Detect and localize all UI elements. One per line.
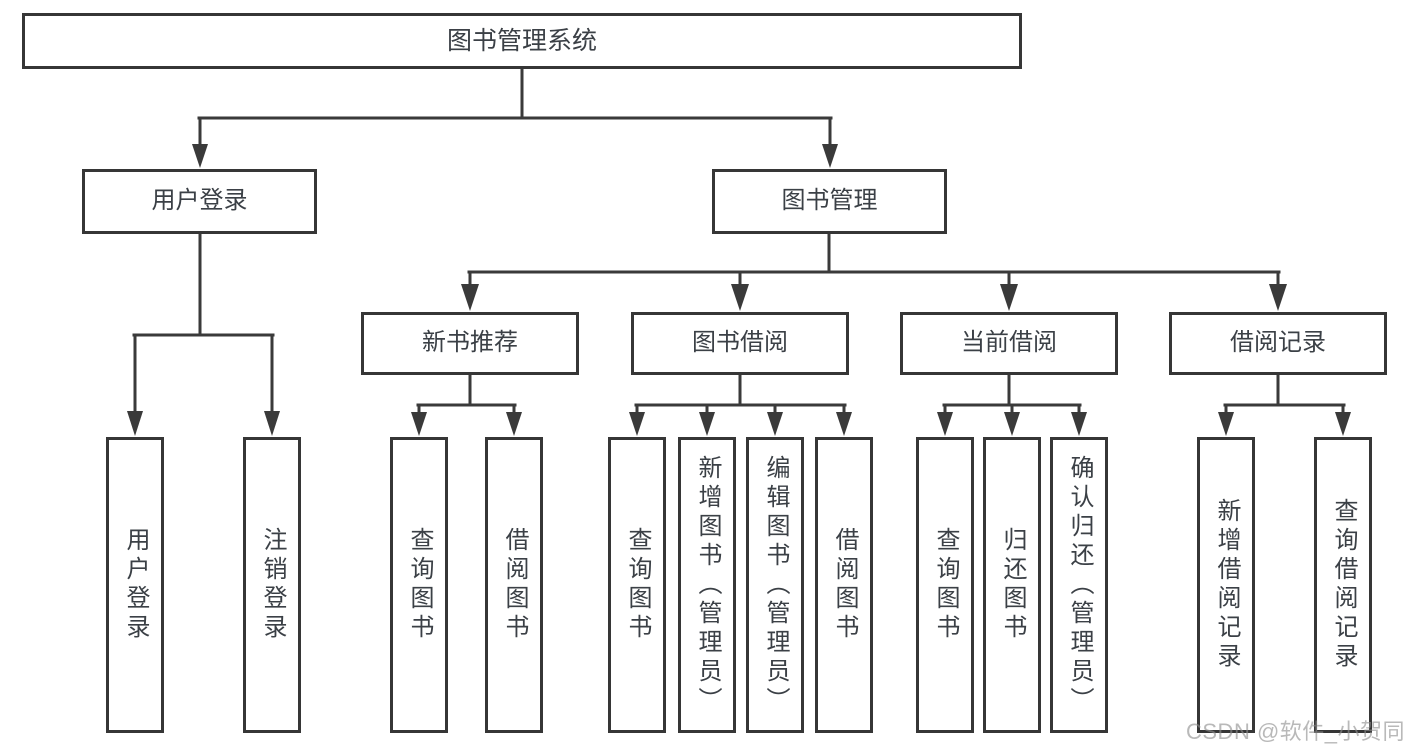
node-root-system: 图书管理系统 bbox=[22, 13, 1022, 69]
arrowhead bbox=[1071, 412, 1087, 436]
leaf-borrow-books-borrowing: 借阅图书 bbox=[815, 437, 873, 733]
edge-user-login-to-children bbox=[127, 232, 280, 436]
arrowhead bbox=[127, 411, 143, 436]
arrowhead bbox=[264, 411, 280, 436]
arrowhead bbox=[767, 412, 783, 436]
leaf-borrow-books-recommend: 借阅图书 bbox=[485, 437, 543, 733]
leaf-edit-book-admin: 编辑图书（管理员） bbox=[746, 437, 804, 733]
arrowhead bbox=[192, 144, 208, 168]
arrowhead bbox=[1218, 412, 1234, 436]
edge-borrowing-records-to-children bbox=[1218, 373, 1351, 436]
edge-root-to-level2 bbox=[192, 67, 838, 168]
arrowhead bbox=[1000, 284, 1018, 311]
arrowhead bbox=[937, 412, 953, 436]
csdn-watermark: CSDN @软件_小贺同学 bbox=[1186, 719, 1405, 744]
leaf-query-books-borrowing: 查询图书 bbox=[608, 437, 666, 733]
leaf-confirm-return-admin: 确认归还（管理员） bbox=[1050, 437, 1108, 733]
edge-book-management-to-level3 bbox=[461, 232, 1287, 311]
leaf-return-book: 归还图书 bbox=[983, 437, 1041, 733]
arrowhead bbox=[822, 144, 838, 168]
arrowhead bbox=[461, 284, 479, 311]
leaf-user-login: 用户登录 bbox=[106, 437, 164, 733]
node-book-management: 图书管理 bbox=[712, 169, 947, 234]
arrowhead bbox=[1269, 284, 1287, 311]
arrowhead bbox=[731, 284, 749, 311]
node-new-book-recommend: 新书推荐 bbox=[361, 312, 579, 375]
leaf-add-book-admin: 新增图书（管理员） bbox=[678, 437, 736, 733]
leaf-logout: 注销登录 bbox=[243, 437, 301, 733]
arrowhead bbox=[1004, 412, 1020, 436]
node-book-borrowing: 图书借阅 bbox=[631, 312, 849, 375]
leaf-query-books-current: 查询图书 bbox=[916, 437, 974, 733]
leaf-query-books-recommend: 查询图书 bbox=[390, 437, 448, 733]
leaf-query-borrow-record: 查询借阅记录 bbox=[1314, 437, 1372, 733]
arrowhead bbox=[629, 412, 645, 436]
node-user-login: 用户登录 bbox=[82, 169, 317, 234]
leaf-add-borrow-record: 新增借阅记录 bbox=[1197, 437, 1255, 733]
edge-new-book-recommend-to-children bbox=[411, 373, 522, 436]
node-current-borrowing: 当前借阅 bbox=[900, 312, 1118, 375]
edge-book-borrowing-to-children bbox=[629, 373, 852, 436]
arrowhead bbox=[411, 412, 427, 436]
node-borrowing-records: 借阅记录 bbox=[1169, 312, 1387, 375]
arrowhead bbox=[1335, 412, 1351, 436]
arrowhead bbox=[836, 412, 852, 436]
edge-current-borrowing-to-children bbox=[937, 373, 1087, 436]
arrowhead bbox=[699, 412, 715, 436]
arrowhead bbox=[506, 412, 522, 436]
